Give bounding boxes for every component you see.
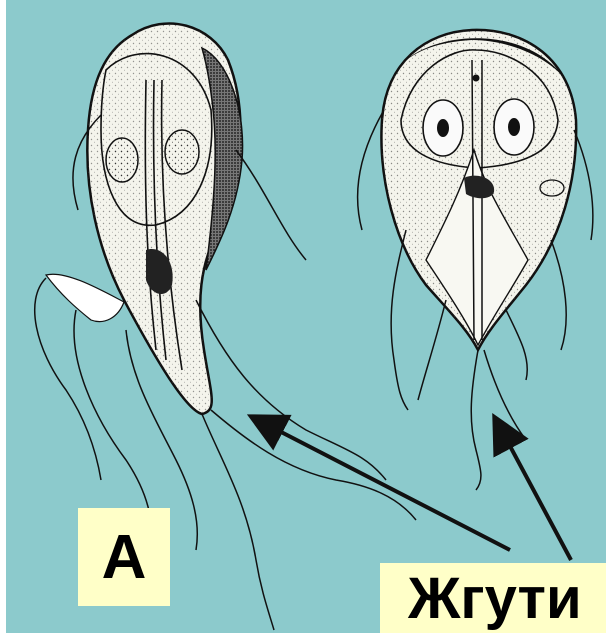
nucleolus-right-2 [508,118,520,136]
nucleus-left-2 [165,130,199,174]
nucleolus-right-1 [437,119,449,137]
flagella-label: Жгути [380,563,606,633]
basal-body-right [473,75,480,82]
figure-label-a: А [78,508,170,606]
nucleus-left-1 [106,138,138,182]
